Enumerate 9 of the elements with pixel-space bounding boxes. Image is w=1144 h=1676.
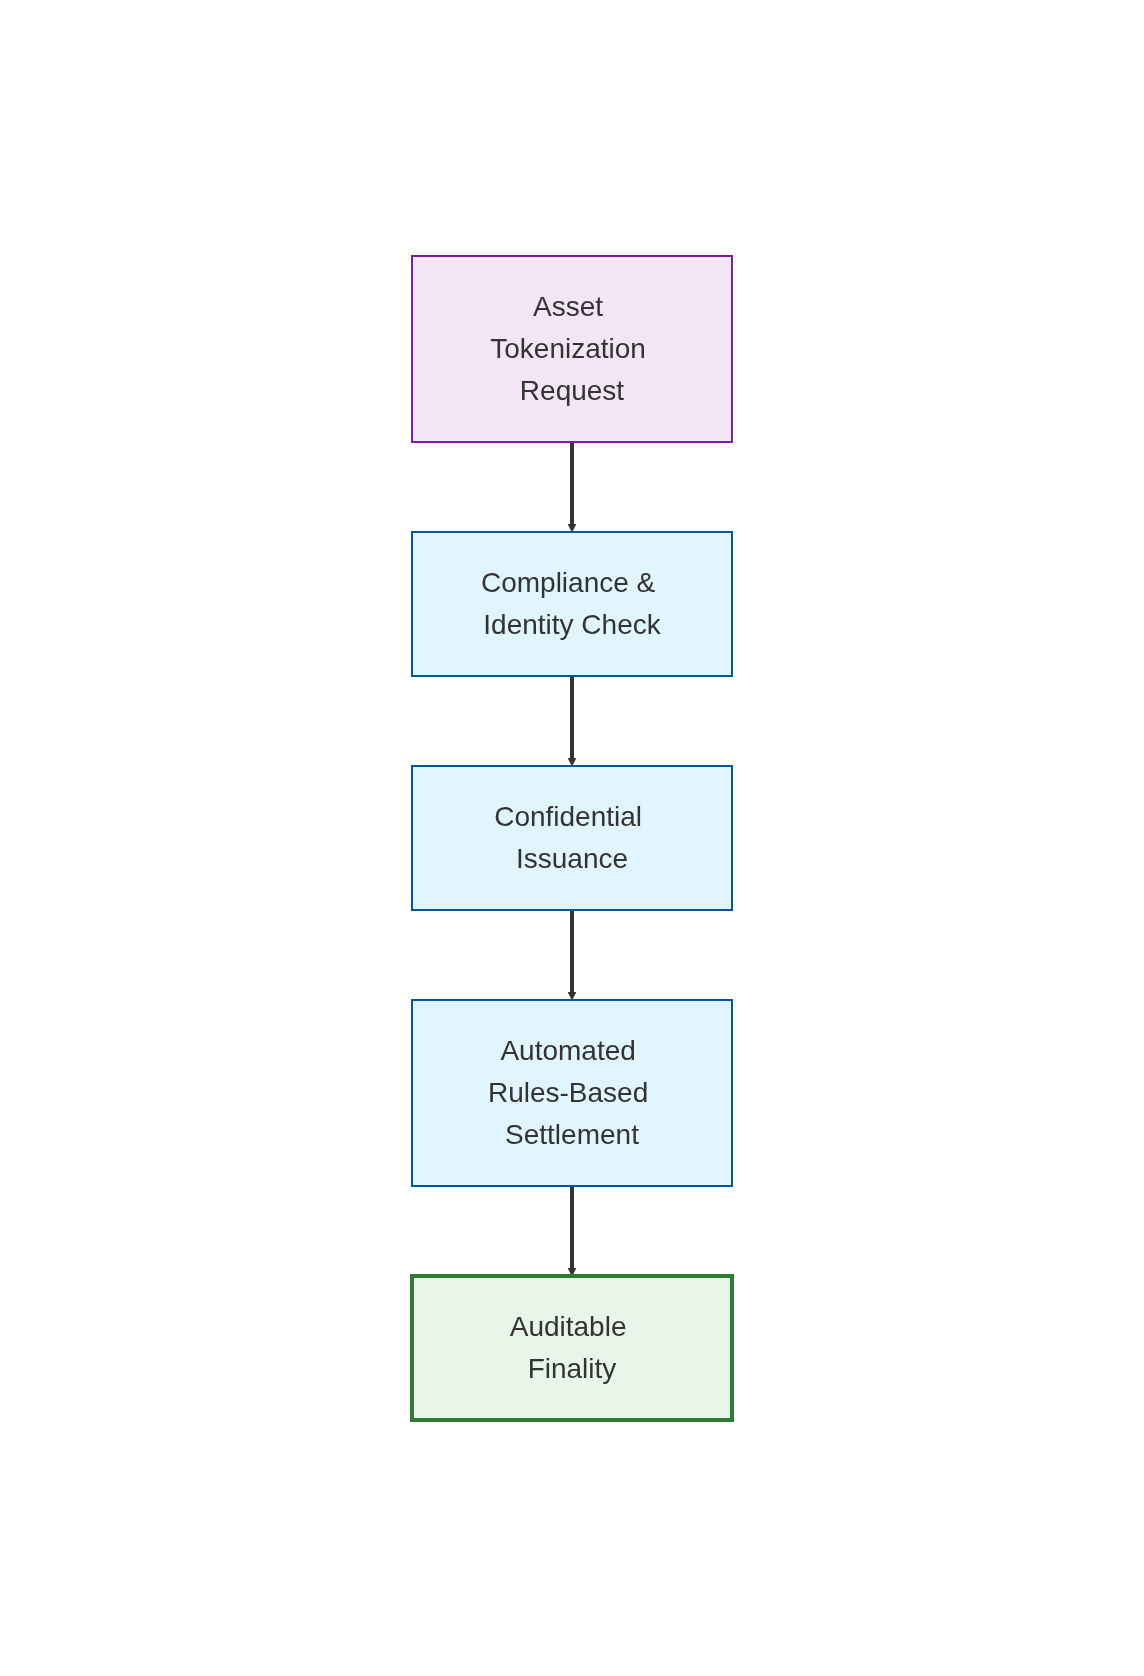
arrow bbox=[567, 676, 577, 767]
arrow bbox=[567, 910, 577, 1001]
node-box: Auditable Finality bbox=[410, 1274, 734, 1422]
arrow bbox=[567, 442, 577, 533]
node-box: Asset Tokenization Request bbox=[411, 255, 733, 443]
node-box: Automated Rules-Based Settlement bbox=[411, 999, 733, 1187]
node-box: Confidential Issuance bbox=[411, 765, 733, 911]
arrow bbox=[567, 1186, 577, 1277]
node-box: Compliance & Identity Check bbox=[411, 531, 733, 677]
